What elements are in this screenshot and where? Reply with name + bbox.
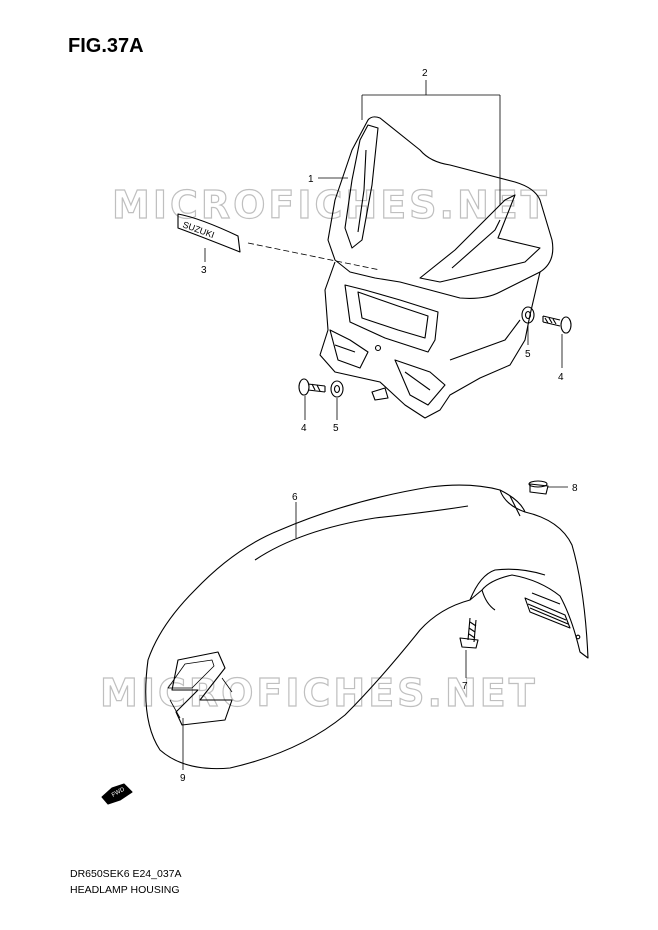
fwd-arrow-icon: FWD: [101, 783, 133, 805]
callout-6: 6: [292, 492, 298, 503]
headlamp-housing: [319, 116, 554, 419]
watermark-bottom: MICROFICHES.NET: [100, 671, 538, 715]
callout-4a: 4: [558, 372, 564, 383]
callout-5b: 5: [333, 423, 339, 434]
callout-3: 3: [201, 265, 207, 276]
watermark-top: MICROFICHES.NET: [112, 183, 550, 227]
callout-2: 2: [422, 68, 428, 79]
callout-4b: 4: [301, 423, 307, 434]
front-fender: [145, 484, 589, 770]
callout-1: 1: [308, 174, 314, 185]
figure-title: FIG.37A: [68, 35, 144, 57]
screw-left: [298, 378, 326, 396]
bolt-7: [459, 617, 479, 649]
callout-8: 8: [572, 483, 578, 494]
screw-right: [542, 315, 572, 334]
nut-8: [528, 480, 549, 495]
callout-5a: 5: [525, 349, 531, 360]
model-code: DR650SEK6 E24_037A: [70, 868, 182, 880]
callout-7: 7: [462, 681, 468, 692]
callout-9: 9: [180, 773, 186, 784]
grommet-right: [521, 306, 535, 324]
figure-caption: HEADLAMP HOUSING: [70, 884, 180, 896]
grommet-left: [330, 380, 344, 398]
leader-lines: [182, 80, 568, 770]
callout-labels: 2 1 3 5 4 4 5 6 8 7 9: [180, 68, 578, 784]
